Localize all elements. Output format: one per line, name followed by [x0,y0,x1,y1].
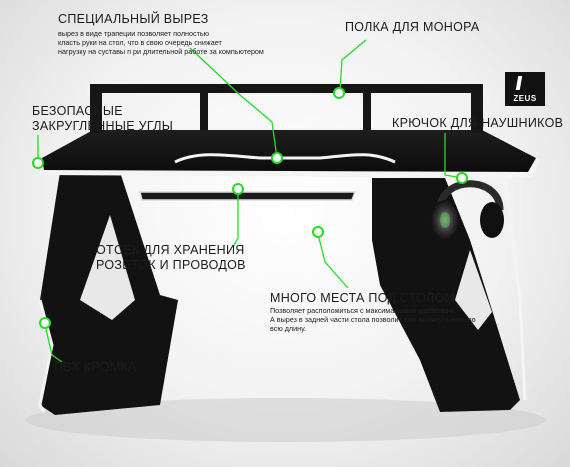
legroom-desc-line-3: всю длину. [270,324,306,333]
monitor-shelf-label: ПОЛКА ДЛЯ МОНОРА [345,20,480,34]
cutout-desc-line-3: нагрузку на суставы п ри длительной рабо… [58,47,264,56]
storage-label-1: ОТСЕК ДЛЯ ХРАНЕНИЯ [96,243,245,257]
circle-marker-icon [32,87,468,329]
pvc-edge-label: ПВХ КРОМКА [54,360,137,374]
cutout-desc-line-2: класть руки на стол, что в свою очередь … [58,38,222,47]
cutout-desc-line-1: вырез в виде трапеции позволяет полность… [58,29,209,38]
brand-name: ZEUS [513,94,537,103]
callout-lines [37,39,463,363]
marker-corner [32,157,44,169]
right-leg [372,174,527,412]
marker-shelf [333,87,345,99]
marker-hook [456,172,468,184]
legroom-desc-line-1: Позволяет расположиться с максимальным у… [270,306,456,315]
marker-legroom [312,226,324,238]
left-leg [38,172,178,415]
floor-shadow [25,398,545,442]
cutout-title: СПЕЦИАЛЬНЫЙ ВЫРЕЗ [58,12,209,26]
lightning-icon [515,76,523,90]
safe-corners-label-1: БЕЗОПАСНЫЕ [32,104,123,118]
marker-storage [232,183,244,195]
legroom-desc-line-2: А вырез в задней части стола позволит ва… [270,315,476,324]
marker-cutout [271,152,283,164]
monitor-shelf [88,82,485,133]
desk-top [38,128,540,178]
marker-edge [39,317,51,329]
storage-compartment [139,191,357,201]
safe-corners-label-2: ЗАКРУГЛЕННЫЕ УГЛЫ [32,119,174,133]
headphones-icon [431,180,504,240]
headphone-hook-label: КРЮЧОК ДЛЯ НАУШНИКОВ [392,116,564,130]
legroom-title: МНОГО МЕСТА ПОД СТОЛОМ [270,291,456,305]
storage-label-2: РОЗЕТОК И ПРОВОДОВ [96,258,246,272]
brand-logo: ZEUS [505,72,545,106]
